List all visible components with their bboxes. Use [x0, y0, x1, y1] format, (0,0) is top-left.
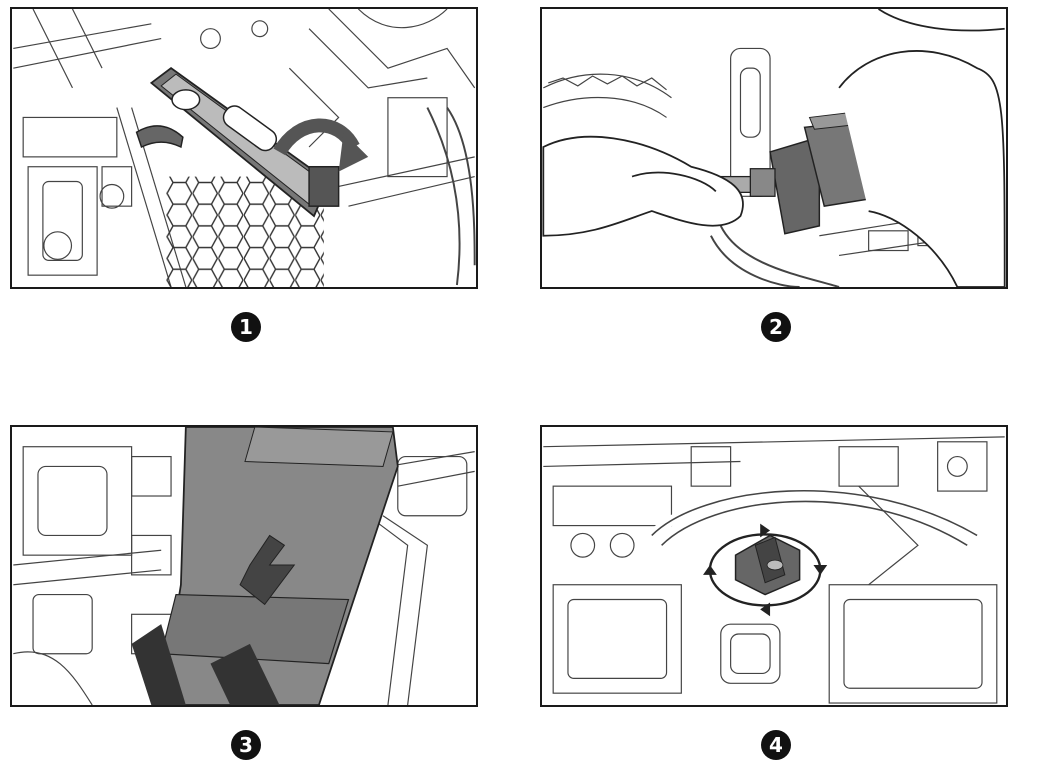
step-number-3: 3	[231, 730, 261, 760]
step-2-panel	[540, 7, 1008, 289]
step-1-panel	[10, 7, 478, 289]
step-4-illustration	[543, 436, 1005, 704]
step-number-2: 2	[761, 312, 791, 342]
step-number-1: 1	[231, 312, 261, 342]
step-3-illustration	[13, 427, 475, 705]
step-2-illustration	[542, 9, 1006, 287]
step-number-4: 4	[761, 730, 791, 760]
step-4-panel	[540, 425, 1008, 707]
step-3-panel	[10, 425, 478, 707]
step-1-illustration	[13, 9, 476, 287]
